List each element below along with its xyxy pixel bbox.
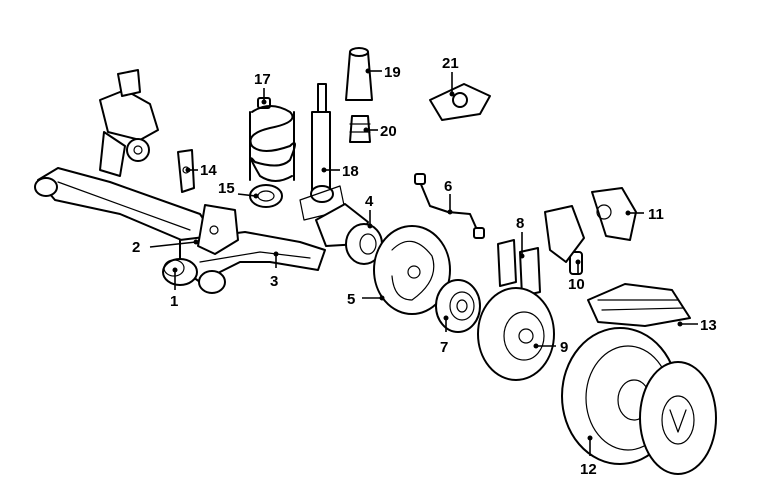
callout-14: 14 [185, 162, 217, 179]
callout-3: 3 [270, 251, 279, 290]
callout-number: 5 [347, 291, 355, 308]
dust-boot-part [345, 47, 373, 101]
callout-number: 9 [560, 339, 568, 356]
brake-pads-part [497, 239, 541, 297]
callout-6: 6 [444, 178, 453, 215]
callout-number: 13 [700, 317, 717, 334]
callout-number: 21 [442, 55, 459, 72]
top-mount-part [429, 83, 491, 121]
callout-4: 4 [365, 193, 374, 229]
rear-axle-beam [34, 69, 326, 294]
callout-number: 17 [254, 71, 271, 88]
callout-number: 11 [648, 206, 664, 223]
callout-number: 1 [170, 293, 178, 310]
tire-tread-part [587, 283, 691, 327]
wheel-bearing-part [435, 279, 481, 333]
callout-10: 10 [568, 259, 585, 293]
callout-11: 11 [625, 206, 664, 223]
callout-20: 20 [363, 123, 397, 140]
callout-2: 2 [132, 239, 199, 256]
callout-number: 10 [568, 276, 585, 293]
coil-spring-part [249, 97, 296, 182]
callout-17: 17 [254, 71, 271, 105]
callout-5: 5 [347, 291, 385, 308]
callout-number: 20 [380, 123, 397, 140]
callout-15: 15 [218, 180, 259, 199]
brake-disc-part [477, 287, 555, 381]
callout-number: 15 [218, 180, 235, 197]
callout-number: 19 [384, 64, 401, 81]
callout-1: 1 [170, 272, 178, 310]
callout-number: 7 [440, 339, 448, 356]
callout-number: 2 [132, 239, 140, 256]
callout-number: 3 [270, 273, 278, 290]
callout-number: 4 [365, 193, 374, 210]
callout-12: 12 [580, 435, 597, 478]
wheel-rim-part [561, 327, 717, 475]
callout-8: 8 [516, 215, 525, 259]
callout-19: 19 [365, 64, 401, 81]
callout-number: 12 [580, 461, 597, 478]
stub-axle-part [315, 203, 383, 265]
callout-number: 18 [342, 163, 359, 180]
brake-caliper-part [544, 187, 637, 263]
shock-absorber-part [299, 83, 346, 221]
backing-plate-part [373, 225, 451, 315]
callout-21: 21 [442, 55, 459, 97]
callout-9: 9 [533, 339, 568, 356]
callout-18: 18 [321, 163, 359, 180]
callout-number: 6 [444, 178, 452, 195]
bushing-part [162, 258, 198, 286]
callout-7: 7 [440, 315, 449, 356]
callout-13: 13 [677, 317, 717, 334]
callout-number: 8 [516, 215, 524, 232]
callout-number: 14 [200, 162, 217, 179]
